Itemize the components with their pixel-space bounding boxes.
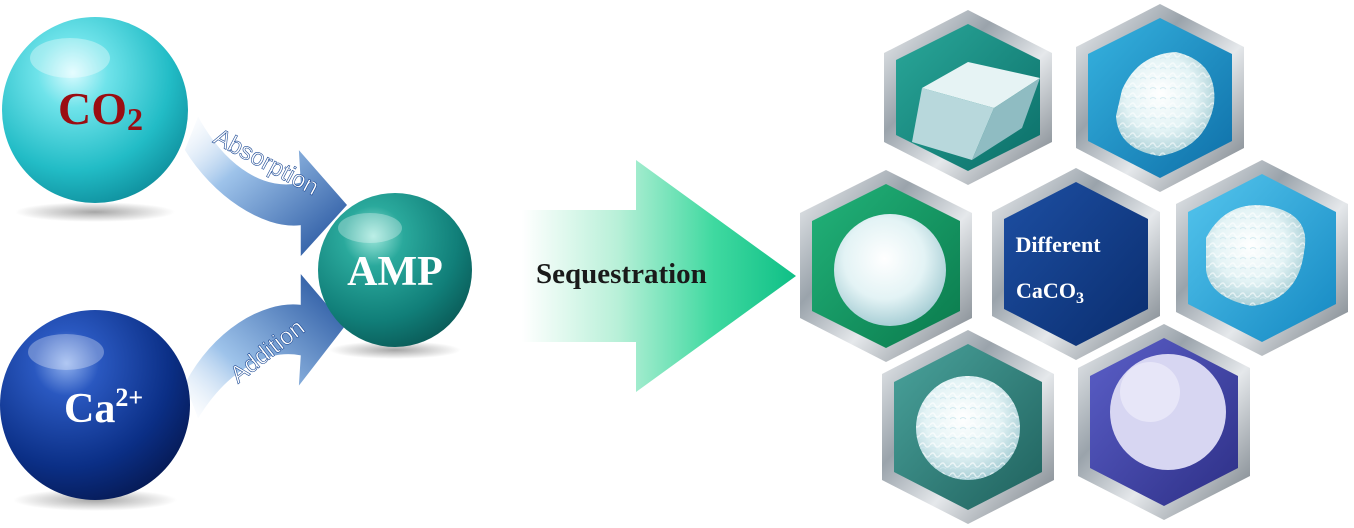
calcium-label-superscript: 2+ bbox=[115, 383, 143, 412]
sequestration-arrow: Sequestration bbox=[522, 160, 796, 392]
calcium-label-main: Ca bbox=[64, 386, 115, 432]
absorption-arrow: Absorption bbox=[183, 113, 350, 260]
hexagon-vaterite-sphere bbox=[800, 170, 972, 362]
sequestration-label: Sequestration bbox=[536, 258, 707, 290]
hexagon-center-line2: CaCO3 bbox=[1016, 278, 1084, 307]
hexagon-aragonite-particle bbox=[1076, 4, 1244, 192]
addition-arrow: Addition bbox=[183, 269, 347, 422]
amp-label: AMP bbox=[347, 249, 443, 295]
hexagon-flaky-sphere bbox=[882, 330, 1054, 524]
co2-label-subscript: 2 bbox=[127, 101, 143, 137]
calcite-crystal-image bbox=[912, 62, 1040, 160]
hexagon-center-line1: Different bbox=[1015, 232, 1101, 257]
vaterite-sphere-image bbox=[834, 214, 946, 326]
co2-label-main: CO bbox=[58, 83, 127, 134]
hexagon-smooth-sphere bbox=[1078, 324, 1250, 520]
hexagon-rough-aggregate bbox=[1176, 160, 1348, 356]
hexagon-cluster: Different CaCO3 bbox=[800, 4, 1348, 524]
co2-sphere: CO2 bbox=[2, 17, 188, 203]
calcium-label: Ca2+ bbox=[64, 383, 143, 432]
calcium-sphere: Ca2+ bbox=[0, 310, 190, 500]
hexagon-center-label: Different CaCO3 bbox=[992, 168, 1160, 360]
amp-sphere: AMP bbox=[318, 193, 472, 347]
hexagon-center-subscript: 3 bbox=[1076, 290, 1084, 307]
co2-label: CO2 bbox=[58, 83, 143, 137]
rough-aggregate-image bbox=[1206, 205, 1306, 306]
hexagon-center-formula: CaCO bbox=[1016, 278, 1076, 303]
hexagon-calcite-crystal bbox=[884, 10, 1052, 185]
co2-sphere-shadow bbox=[15, 202, 175, 222]
flaky-sphere-image bbox=[916, 376, 1020, 480]
aragonite-particle-image bbox=[1116, 52, 1215, 156]
amp-sphere-shadow bbox=[329, 341, 461, 359]
